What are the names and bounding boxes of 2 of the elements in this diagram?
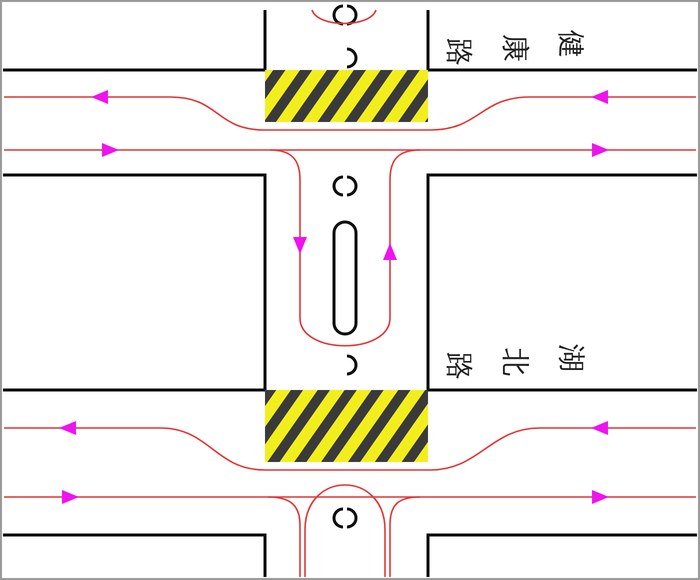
road-name: 健康路 (443, 30, 588, 66)
road-name: 湖北路 (443, 344, 588, 380)
